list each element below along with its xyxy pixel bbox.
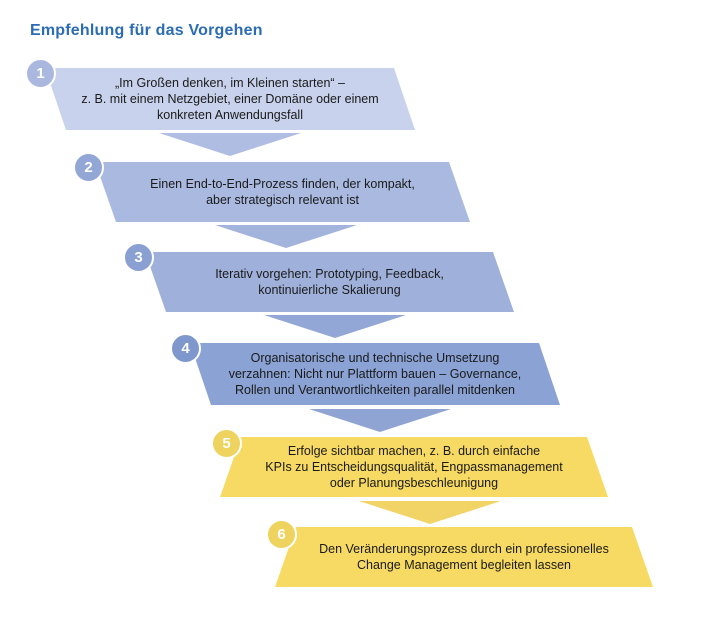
step-5-box: Erfolge sichtbar machen, z. B. durch ein…	[220, 437, 608, 497]
step-3-text-line: kontinuierliche Skalierung	[258, 283, 401, 297]
arrow-down-1-to-2	[159, 133, 301, 156]
step-1-text-line: konkreten Anwendungsfall	[157, 108, 303, 122]
step-2-text-line: Einen End-to-End-Prozess finden, der kom…	[150, 177, 415, 191]
step-1-text-line: „Im Großen denken, im Kleinen starten“ –	[115, 76, 345, 90]
step-3-badge: 3	[123, 242, 154, 273]
diagram-title: Empfehlung für das Vorgehen	[30, 22, 263, 39]
arrow-down-4-to-5	[309, 409, 451, 432]
arrow-down-2-to-3	[215, 225, 357, 248]
step-5-badge: 5	[211, 428, 242, 459]
step-4-text-line: Organisatorische und technische Umsetzun…	[250, 351, 500, 365]
step-1-text-line: z. B. mit einem Netzgebiet, einer Domäne…	[81, 92, 379, 106]
step-6-box: Den Veränderungsprozess durch ein profes…	[275, 527, 653, 587]
step-3-box: Iterativ vorgehen: Prototyping, Feedback…	[145, 252, 514, 312]
step-2-text-line: aber strategisch relevant ist	[206, 193, 359, 207]
step-4-text-line: verzahnen: Nicht nur Plattform bauen – G…	[228, 367, 522, 381]
step-5-text-line: oder Planungsbeschleunigung	[329, 476, 499, 490]
step-1-box: „Im Großen denken, im Kleinen starten“ –…	[45, 68, 415, 130]
arrow-down-3-to-4	[264, 315, 406, 338]
step-6-text-line: Change Management begleiten lassen	[356, 558, 572, 572]
step-4-badge: 4	[170, 333, 201, 364]
step-5-text-line: KPIs zu Entscheidungsqualität, Engpassma…	[265, 460, 563, 474]
step-6-badge: 6	[266, 519, 297, 550]
step-6-text-line: Den Veränderungsprozess durch ein profes…	[319, 542, 609, 556]
step-5-text-line: Erfolge sichtbar machen, z. B. durch ein…	[287, 444, 541, 458]
step-2-box: Einen End-to-End-Prozess finden, der kom…	[95, 162, 470, 222]
step-3-text-line: Iterativ vorgehen: Prototyping, Feedback…	[215, 267, 444, 281]
step-1-badge: 1	[25, 58, 56, 89]
step-4-text-line: Rollen und Verantwortlichkeiten parallel…	[234, 383, 516, 397]
step-4-box: Organisatorische und technische Umsetzun…	[190, 343, 560, 405]
step-2-badge: 2	[73, 152, 104, 183]
arrow-down-5-to-6	[359, 501, 501, 524]
